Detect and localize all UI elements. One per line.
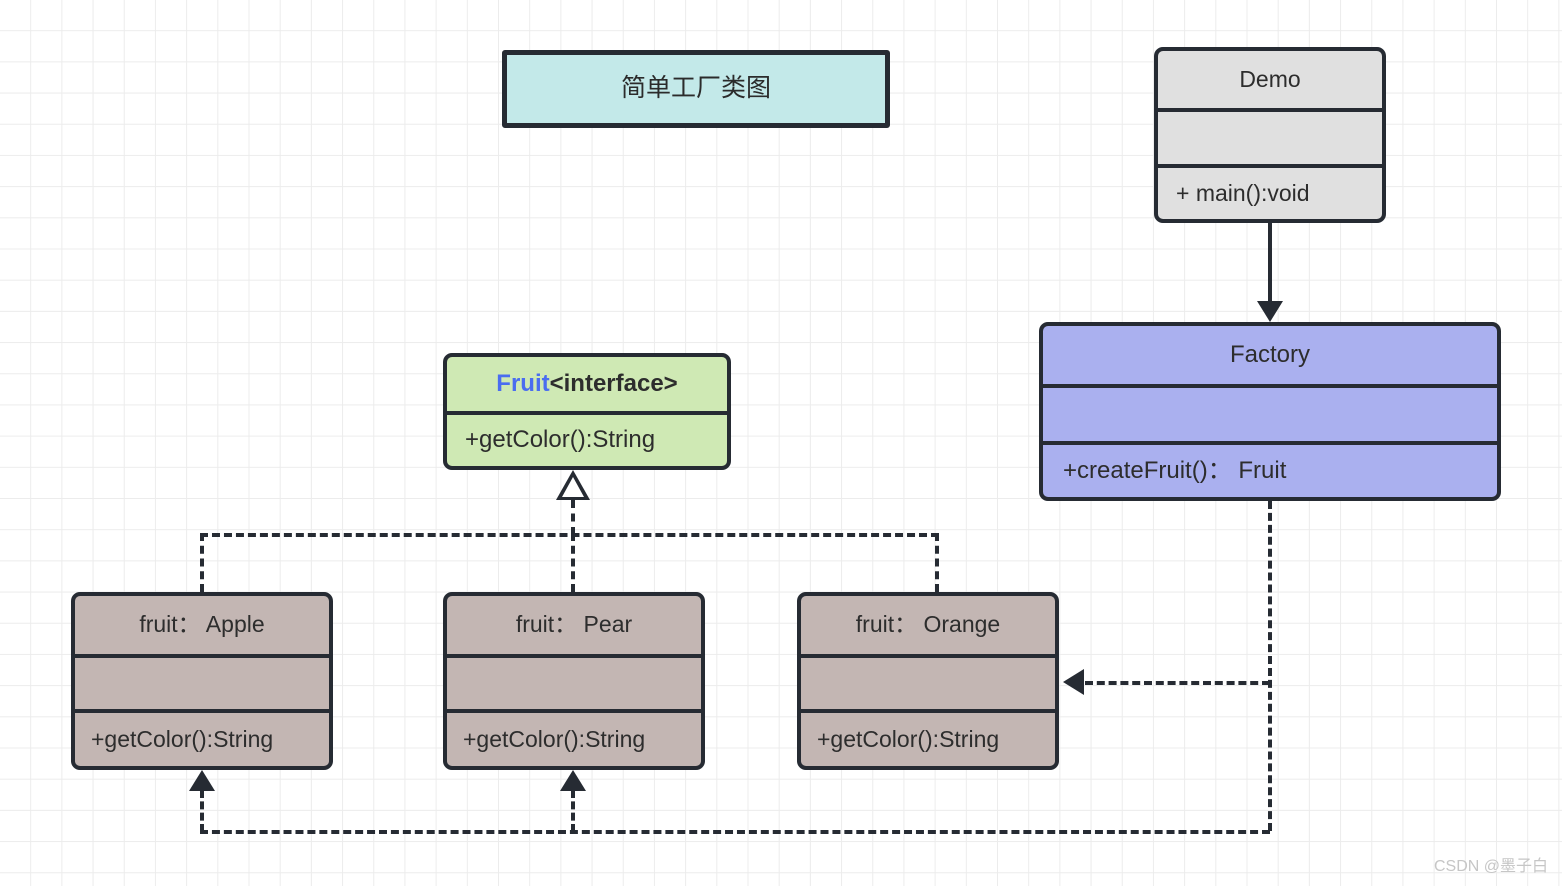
connector-factory-to-pear-riser	[571, 790, 575, 832]
class-box-demo[interactable]: Demo + main():void	[1154, 47, 1386, 223]
connector-factory-dependency-stem	[1268, 501, 1272, 831]
connector-fruit-realization-stem	[571, 500, 575, 535]
class-name-demo: Demo	[1239, 65, 1301, 92]
watermark-label: CSDN @墨子白	[1433, 858, 1548, 875]
class-attributes-pear	[447, 653, 701, 710]
connector-realization-drop-apple	[200, 533, 204, 592]
connector-realization-drop-orange	[935, 533, 939, 592]
class-name-orange: fruit： Orange	[855, 611, 1001, 638]
class-attributes-factory	[1043, 383, 1497, 442]
interface-name-text: Fruit	[496, 369, 550, 397]
diagram-title-label: 简单工厂类图	[620, 74, 771, 103]
connector-realization-bus	[200, 533, 939, 537]
class-methods-factory: +createFruit()： Fruit	[1043, 441, 1497, 497]
class-box-fruit-interface[interactable]: Fruit<interface> +getColor():String	[443, 353, 731, 470]
class-attributes-demo	[1158, 107, 1382, 165]
arrowhead-factory-to-apple	[189, 770, 215, 791]
class-methods-orange: +getColor():String	[801, 709, 1055, 766]
interface-methods-fruit: +getColor():String	[447, 410, 727, 466]
class-name-apple: fruit： Apple	[139, 611, 265, 638]
connector-factory-bottom-bus	[200, 830, 1270, 834]
class-attributes-orange	[801, 653, 1055, 710]
connector-realization-drop-pear	[571, 533, 575, 592]
connector-factory-to-orange-line	[1085, 681, 1270, 685]
class-attributes-apple	[75, 653, 329, 710]
class-methods-demo: + main():void	[1158, 164, 1382, 219]
interface-stereotype-text: <interface>	[549, 369, 678, 397]
class-name-pear: fruit： Pear	[515, 611, 633, 638]
connector-demo-to-factory-line	[1268, 223, 1272, 303]
arrowhead-realization-fruit	[556, 470, 590, 500]
arrowhead-factory-to-pear	[560, 770, 586, 791]
class-box-factory[interactable]: Factory +createFruit()： Fruit	[1039, 322, 1501, 501]
class-box-orange[interactable]: fruit： Orange +getColor():String	[797, 592, 1059, 770]
class-name-factory: Factory	[1229, 340, 1310, 368]
connector-factory-to-apple-riser	[200, 790, 204, 832]
arrowhead-factory-to-orange	[1063, 669, 1084, 695]
interface-name-fruit: Fruit<interface>	[447, 357, 727, 411]
class-methods-apple: +getColor():String	[75, 709, 329, 766]
diagram-title-box: 简单工厂类图	[502, 50, 890, 128]
class-box-pear[interactable]: fruit： Pear +getColor():String	[443, 592, 705, 770]
arrowhead-demo-to-factory	[1257, 301, 1283, 322]
class-methods-pear: +getColor():String	[447, 709, 701, 766]
class-box-apple[interactable]: fruit： Apple +getColor():String	[71, 592, 333, 770]
